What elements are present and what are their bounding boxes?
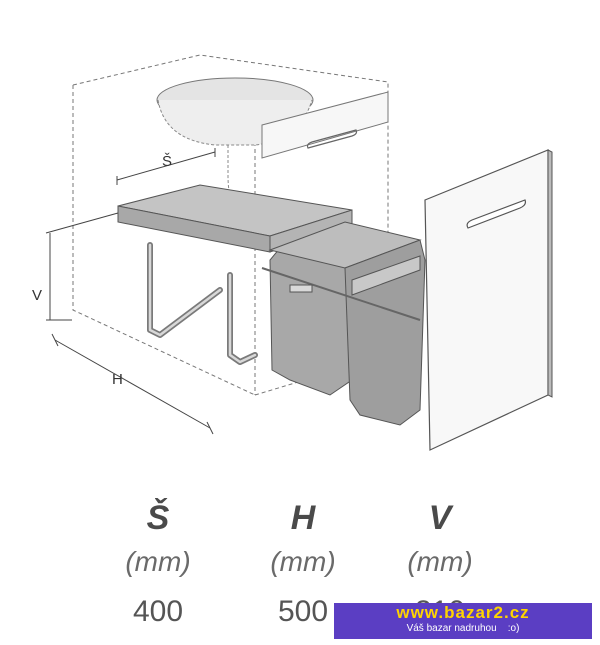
watermark-banner: www.bazar2.cz Váš bazar nadruhou :o) — [334, 603, 592, 639]
spec-unit: (mm) — [270, 546, 336, 577]
spec-letter: V — [428, 499, 452, 537]
spec-table: Š (mm) 400 H (mm) 500 V (mm) 310 — [0, 498, 600, 638]
spec-unit: (mm) — [407, 546, 473, 577]
spec-column-depth: H (mm) 500 — [243, 498, 363, 634]
pullout-shelf — [117, 184, 353, 253]
dimension-lines — [45, 148, 216, 435]
waste-bins — [261, 221, 426, 426]
dim-label-width: Š — [162, 153, 172, 170]
spec-column-width: Š (mm) 400 — [98, 498, 218, 634]
front-door — [424, 149, 553, 451]
spec-column-height: V (mm) 310 — [380, 498, 500, 634]
spec-letter: Š — [146, 499, 170, 537]
top-drawer — [261, 91, 389, 159]
spec-value: 500 — [277, 595, 329, 628]
watermark-tagline: Váš bazar nadruhou :o) — [406, 623, 520, 634]
spec-letter: H — [290, 499, 316, 537]
dim-label-depth: H — [112, 371, 123, 388]
dim-label-height: V — [32, 287, 42, 304]
spec-value: 400 — [132, 595, 184, 628]
watermark-url: www.bazar2.cz — [396, 603, 530, 622]
spec-unit: (mm) — [125, 546, 191, 577]
kitchen-bin-diagram: Š V H — [32, 54, 553, 451]
